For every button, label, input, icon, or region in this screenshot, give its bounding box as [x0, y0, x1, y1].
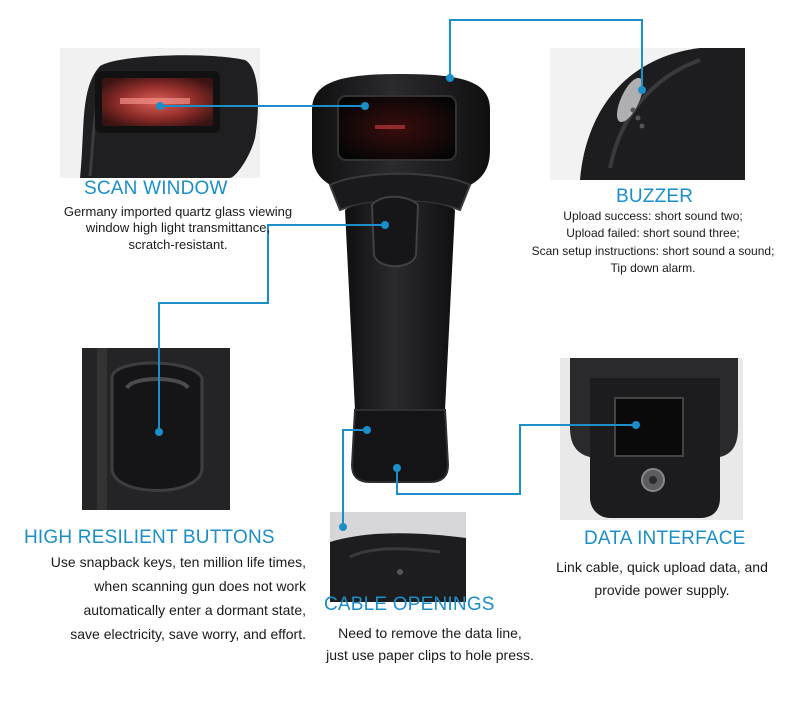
data-interface-photo [560, 358, 743, 520]
data-interface-title: DATA INTERFACE [584, 528, 746, 549]
button-photo [82, 348, 230, 510]
cable-openings-title: CABLE OPENINGS [324, 594, 495, 615]
data-interface-description: Link cable, quick upload data, and provi… [556, 559, 768, 599]
buzzer-title: BUZZER [616, 186, 694, 207]
cable-openings-photo [330, 512, 466, 602]
scan-window-photo [60, 48, 260, 178]
cable-openings-description: Need to remove the data line, just use p… [326, 625, 534, 664]
buttons-description: Use snapback keys, ten million life time… [50, 554, 306, 643]
buttons-title: HIGH RESILIENT BUTTONS [24, 527, 275, 548]
buzzer-photo [550, 48, 745, 180]
scan-window-title: SCAN WINDOW [84, 178, 228, 199]
buzzer-description: Upload success: short sound two; Upload … [531, 209, 775, 276]
barcode-scanner-image [300, 70, 500, 490]
scan-window-description: Germany imported quartz glass viewing wi… [63, 204, 293, 252]
